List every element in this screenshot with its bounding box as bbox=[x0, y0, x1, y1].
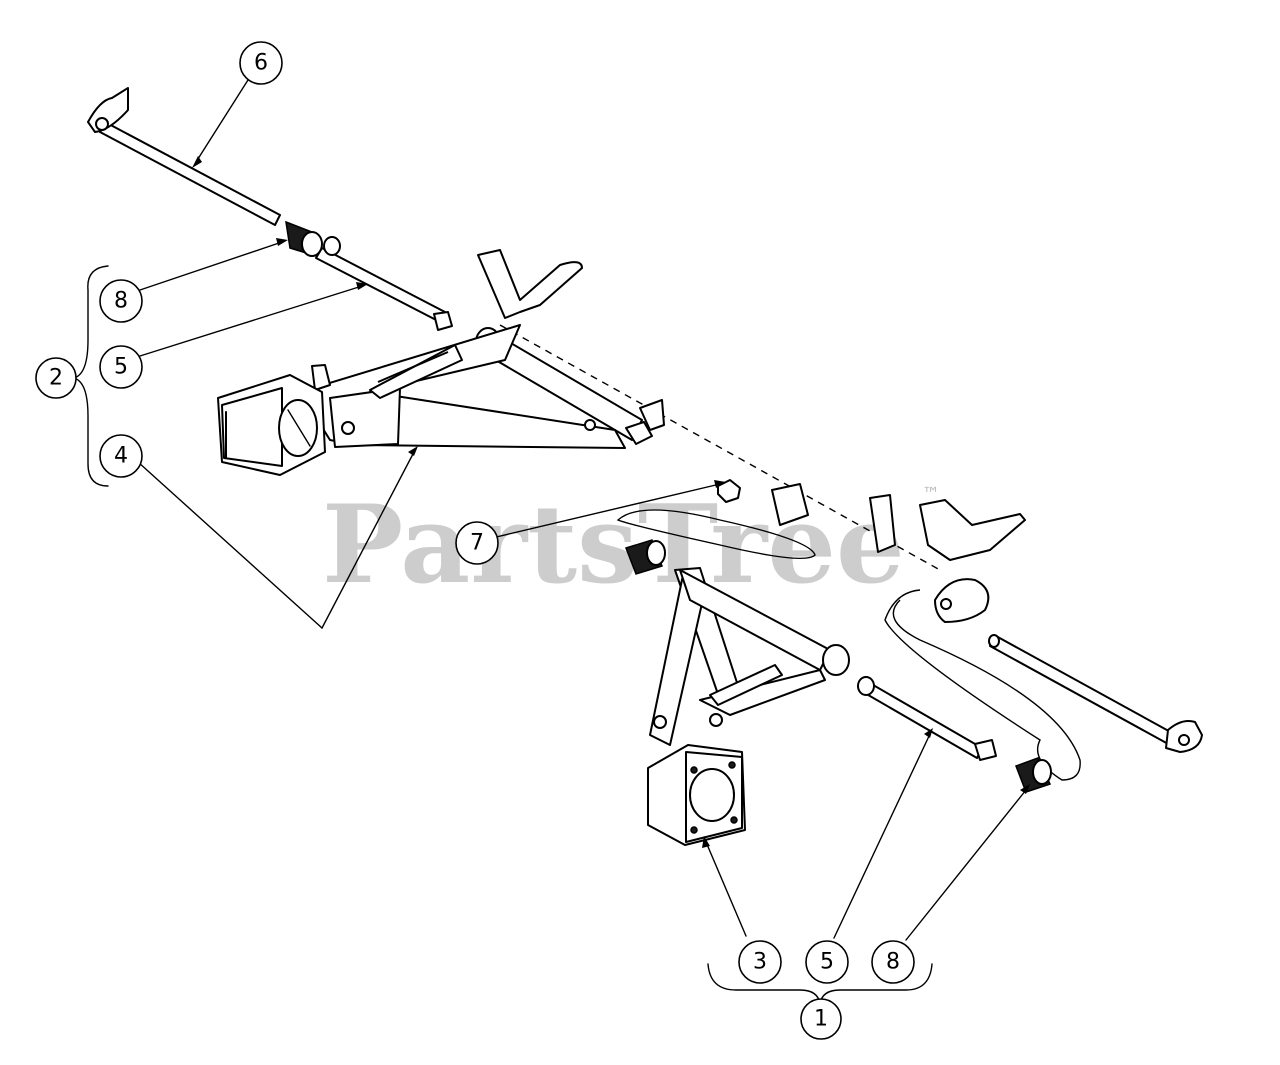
callout-4[interactable]: 4 bbox=[99, 434, 143, 478]
svg-text:8: 8 bbox=[886, 950, 900, 975]
svg-text:7: 7 bbox=[470, 531, 484, 556]
upper-bushing bbox=[285, 220, 323, 258]
right-pivot-arm bbox=[649, 567, 850, 746]
right-spindle-housing bbox=[647, 744, 746, 846]
svg-text:5: 5 bbox=[114, 355, 128, 380]
upper-spacer-shaft bbox=[315, 236, 453, 331]
svg-text:1: 1 bbox=[814, 1007, 828, 1032]
callout-8-upper[interactable]: 8 bbox=[99, 279, 143, 323]
callout-5-lower[interactable]: 5 bbox=[805, 940, 849, 984]
svg-text:3: 3 bbox=[753, 950, 767, 975]
upper-rod bbox=[87, 87, 281, 226]
callout-8-lower[interactable]: 8 bbox=[871, 940, 915, 984]
svg-text:5: 5 bbox=[820, 950, 834, 975]
belt-loop-upper bbox=[616, 509, 816, 559]
svg-text:4: 4 bbox=[114, 444, 128, 469]
axle-end-nut bbox=[625, 399, 665, 445]
lower-spacer-shaft bbox=[857, 676, 997, 761]
upper-frame-bracket bbox=[477, 249, 583, 319]
belt-loop-lower bbox=[884, 589, 1081, 781]
callout-7[interactable]: 7 bbox=[455, 521, 499, 565]
callout-1[interactable]: 1 bbox=[800, 998, 842, 1040]
left-spindle-housing bbox=[217, 374, 326, 476]
watermark-trademark: ™ bbox=[922, 484, 940, 505]
svg-text:8: 8 bbox=[114, 289, 128, 314]
lower-frame-brackets bbox=[771, 483, 1026, 623]
callout-6[interactable]: 6 bbox=[239, 41, 283, 85]
lower-rod bbox=[988, 634, 1203, 753]
svg-text:2: 2 bbox=[49, 366, 63, 391]
svg-text:6: 6 bbox=[254, 51, 268, 76]
lower-bushing bbox=[1015, 757, 1052, 793]
leader-lines bbox=[137, 79, 1030, 941]
callout-2[interactable]: 2 bbox=[35, 357, 77, 399]
arm-bushing bbox=[625, 539, 666, 575]
callout-5-upper[interactable]: 5 bbox=[99, 345, 143, 389]
left-pivot-arm bbox=[299, 324, 626, 449]
axle-centerline bbox=[499, 324, 941, 571]
watermark-text: PartsTree bbox=[322, 482, 905, 608]
nut bbox=[717, 479, 741, 503]
callout-3[interactable]: 3 bbox=[738, 940, 782, 984]
